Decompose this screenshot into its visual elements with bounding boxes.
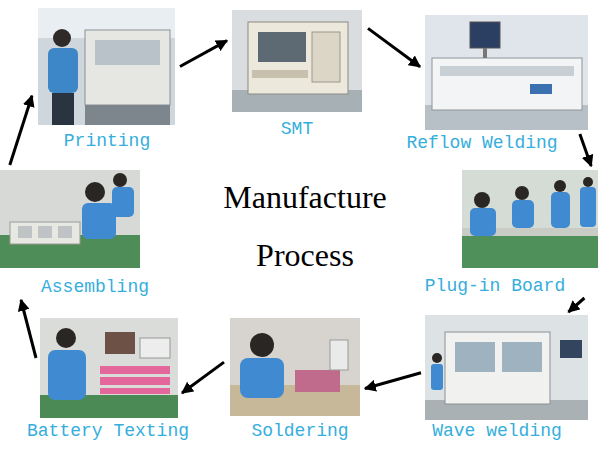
step-label: SMT (281, 119, 313, 139)
flow-arrow (182, 362, 224, 393)
flow-arrow (180, 41, 227, 67)
soldering-photo (230, 318, 360, 416)
process-photo: Assembling (0, 170, 140, 268)
flow-arrow (580, 134, 591, 166)
step-label: Assembling (41, 277, 149, 297)
plug-in-board-photo (462, 170, 598, 268)
process-photo: Printing (38, 8, 175, 125)
step-label: Printing (64, 131, 150, 151)
process-photo: Wave welding (425, 315, 588, 420)
process-photo: Battery Texting (40, 318, 178, 418)
step-label: Plug-in Board (425, 276, 565, 296)
process-photo: Reflow Welding (425, 15, 588, 130)
flow-arrow (568, 298, 584, 312)
process-photo: Plug-in Board (462, 170, 598, 268)
step-label: Reflow Welding (406, 133, 557, 153)
battery-testing-photo (40, 318, 178, 418)
assembling-photo (0, 170, 140, 268)
printing-photo (38, 8, 175, 125)
step-label: Battery Texting (27, 421, 189, 441)
flow-arrow (365, 373, 421, 389)
step-label: Wave welding (432, 421, 562, 441)
smt-photo (232, 10, 362, 112)
process-photo: SMT (232, 10, 362, 112)
diagram-title: Manufacture Process (205, 168, 405, 284)
reflow-oven-photo (425, 15, 588, 130)
flow-arrow (368, 28, 420, 66)
wave-machine-photo (425, 315, 588, 420)
process-photo: Soldering (230, 318, 360, 416)
flow-arrow (21, 300, 36, 358)
flow-arrow (10, 96, 32, 165)
step-label: Soldering (251, 421, 348, 441)
